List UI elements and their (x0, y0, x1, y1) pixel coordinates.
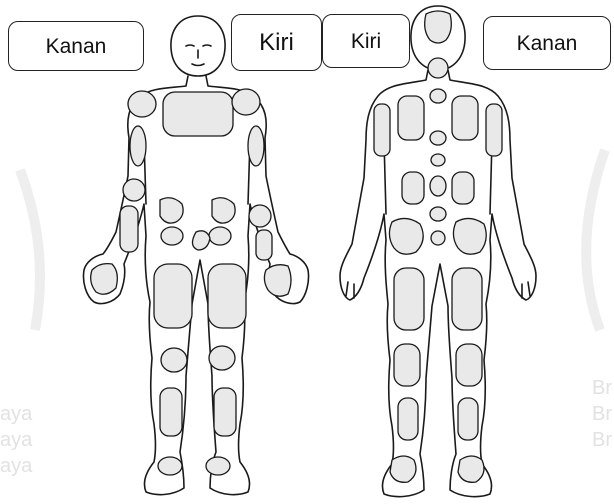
back-zone-scapula-right (398, 96, 424, 140)
back-zone-back-left (452, 172, 474, 204)
front-zone-ankle-left (206, 457, 230, 475)
label-front-left: Kiri (231, 14, 322, 71)
back-zone-head (425, 11, 452, 43)
back-zone-back-right (402, 172, 424, 204)
front-zone-chest (163, 92, 233, 136)
front-zone-thigh-right (154, 264, 192, 328)
front-zone-shoulder-right (128, 91, 156, 117)
front-zone-shin-right (160, 388, 182, 436)
front-zone-hand-left (264, 265, 291, 297)
back-zone-buttock-left (453, 218, 486, 254)
front-zone-elbow-right (123, 179, 145, 201)
back-zones (374, 11, 502, 482)
back-zone-calf-right (398, 398, 418, 440)
back-zone-knee-right (394, 344, 420, 386)
front-zones (91, 89, 291, 475)
back-figure (340, 6, 536, 497)
front-zone-abdomen-left (212, 198, 235, 223)
label-front-right: Kanan (8, 21, 144, 71)
back-zone-coccyx (431, 231, 445, 245)
back-zone-thigh-left (452, 268, 482, 330)
back-zone-scapula-left (452, 96, 478, 140)
back-zone-neck (428, 58, 448, 78)
watermark-arc-right (586, 150, 605, 330)
back-zone-knee-left (456, 344, 482, 386)
front-zone-knee-right (161, 348, 187, 372)
back-zone-thigh-right (394, 268, 424, 330)
front-zone-upperarm-left (248, 126, 264, 166)
back-zone-calf-left (458, 398, 478, 440)
front-zone-shoulder-left (232, 89, 260, 115)
front-zone-forearm-left (256, 230, 272, 260)
back-zone-heel-right (390, 456, 416, 482)
back-zone-heel-left (458, 456, 484, 482)
back-zone-buttock-right (389, 218, 423, 254)
front-zone-upperarm-right (130, 126, 146, 166)
front-zone-hand-right (91, 264, 118, 295)
watermark-arc-left (20, 170, 40, 330)
back-zone-lumbar (430, 176, 446, 196)
back-zone-spine-mid (430, 131, 446, 145)
back-zone-upperarm-left (486, 104, 502, 156)
back-zone-sacrum (430, 207, 446, 221)
front-zone-groin (192, 231, 210, 250)
back-zone-spine-thoracic (431, 154, 445, 166)
back-zone-spine-upper (430, 89, 446, 103)
front-zone-ankle-right (158, 457, 182, 475)
back-zone-upperarm-right (374, 104, 390, 156)
front-zone-forearm-right (120, 206, 138, 252)
front-zone-knee-left (209, 346, 235, 370)
front-zone-thigh-left (208, 264, 246, 328)
front-zone-hip-left (209, 227, 231, 245)
label-back-right: Kanan (483, 16, 611, 70)
label-back-left: Kiri (322, 14, 410, 68)
front-zone-abdomen-right (160, 198, 183, 223)
front-zone-elbow-left (249, 205, 271, 227)
front-head-outline (171, 16, 225, 76)
front-zone-shin-left (214, 388, 236, 436)
front-figure (83, 16, 308, 495)
front-zone-hip-right (161, 227, 183, 245)
